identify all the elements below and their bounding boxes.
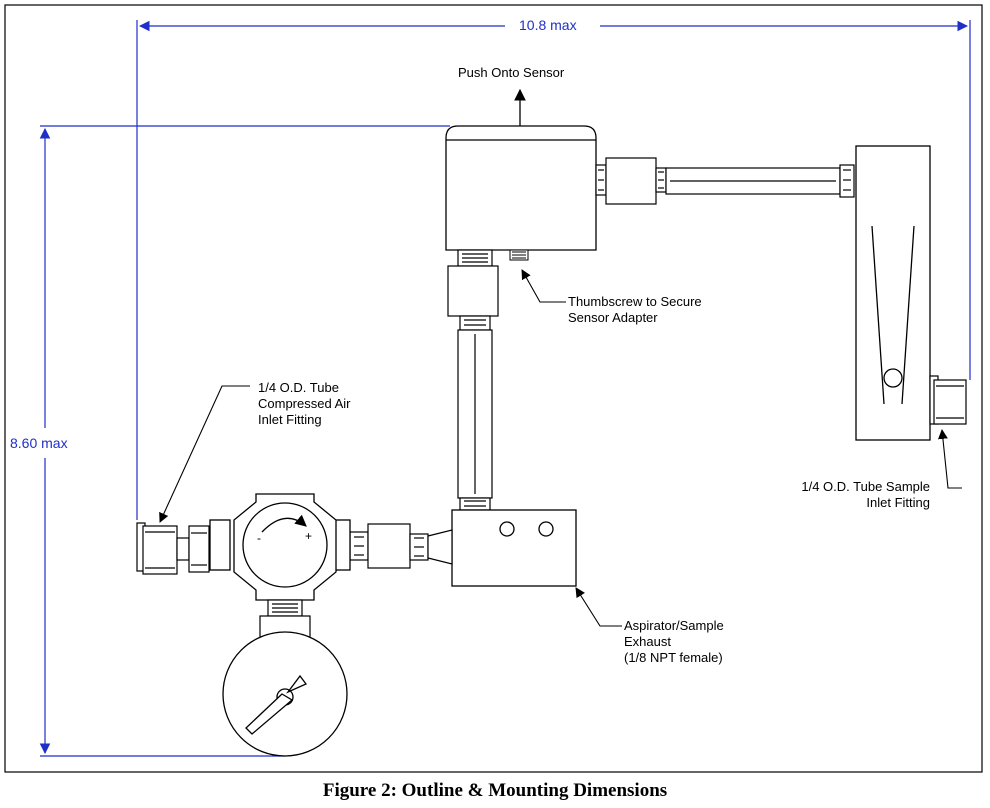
height-dimension-label: 8.60 max — [10, 435, 68, 451]
figure-caption: Figure 2: Outline & Mounting Dimensions — [322, 780, 668, 801]
sample-inlet-label: 1/4 O.D. Tube Sample Inlet Fitting — [801, 479, 930, 510]
compressed-air-inlet-label: 1/4 O.D. Tube Compressed Air Inlet Fitti… — [258, 380, 351, 427]
aspirator-exhaust-label: Aspirator/Sample Exhaust (1/8 NPT female… — [624, 618, 724, 665]
sample-inlet-fitting — [929, 375, 967, 425]
drawing-border — [4, 4, 983, 773]
vertical-tube — [457, 329, 493, 511]
air-inlet-fitting — [136, 522, 210, 575]
aspirator-leader — [575, 587, 622, 627]
push-onto-sensor-label: Push Onto Sensor — [458, 65, 565, 80]
thumbscrew — [509, 249, 529, 261]
thumbscrew-label: Thumbscrew to Secure Sensor Adapter — [568, 294, 702, 325]
width-dimension-label: 10.8 max — [519, 17, 577, 33]
width-dimension — [136, 20, 971, 520]
aspirator-block — [451, 509, 577, 587]
regulator-minus: - — [257, 531, 261, 545]
flowmeter — [855, 145, 931, 441]
regulator — [209, 493, 351, 601]
sensor-adapter — [445, 125, 597, 251]
pressure-gauge — [222, 631, 348, 757]
regulator-to-aspirator-fitting — [349, 523, 453, 569]
sample-inlet-leader — [937, 429, 962, 489]
right-fitting — [595, 157, 667, 205]
vertical-fitting — [447, 249, 499, 331]
regulator-plus: + — [305, 529, 312, 543]
thumbscrew-leader — [521, 269, 566, 303]
height-dimension — [39, 125, 450, 757]
right-tube — [665, 164, 855, 198]
air-inlet-leader — [159, 385, 250, 523]
